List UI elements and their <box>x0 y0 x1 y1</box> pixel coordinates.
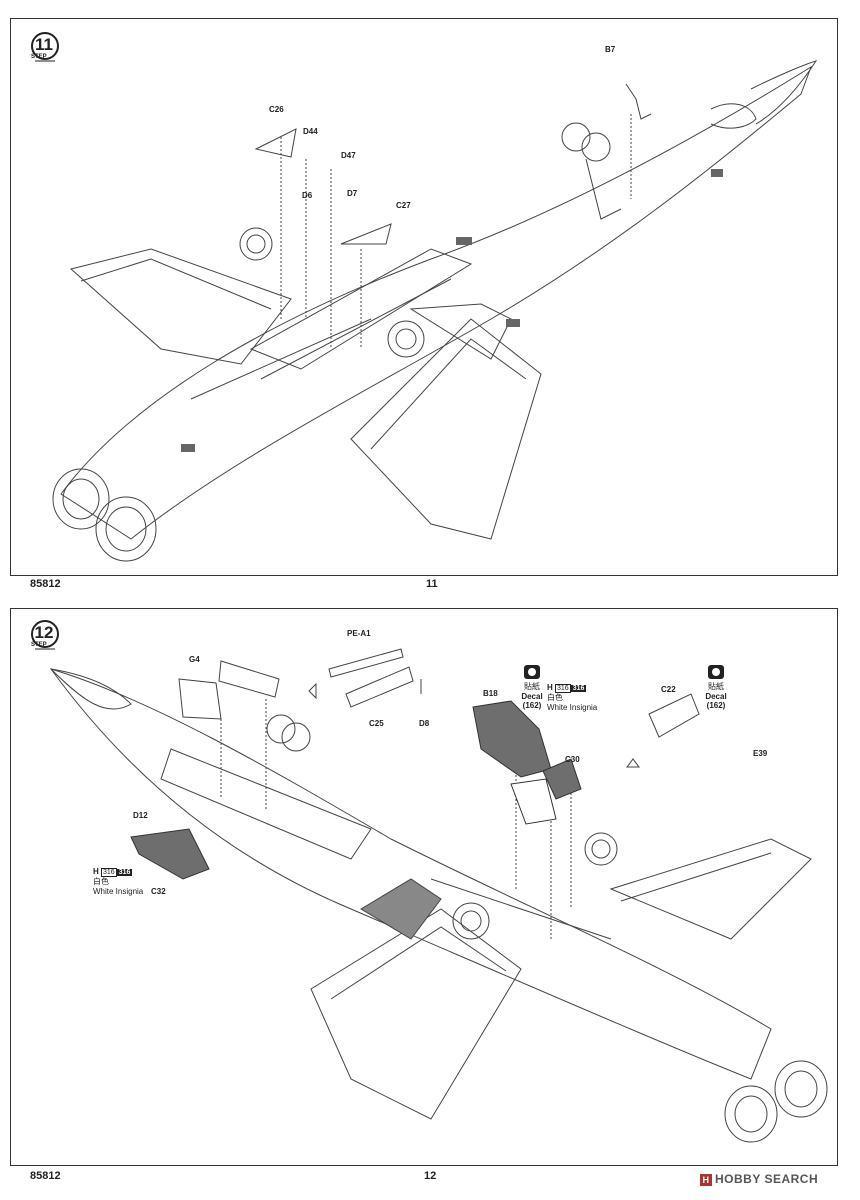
part-label: D7 <box>347 189 358 198</box>
brand-text: HOBBY SEARCH <box>715 1172 819 1186</box>
paint-code-dark: 316 <box>116 869 133 876</box>
paint-code: 316 <box>101 868 117 877</box>
step-word: STEP <box>31 642 47 648</box>
decal-callout: 貼紙 Decal (162) <box>701 665 731 710</box>
decal-jp: 貼紙 <box>524 682 540 691</box>
step-badge-icon <box>31 620 59 650</box>
product-code: 85812 <box>30 578 61 590</box>
part-label: D8 <box>419 719 430 728</box>
paint-jp: 白色 <box>547 693 563 702</box>
aircraft-drawing-step-12 <box>49 648 828 1143</box>
decal-label: Decal <box>521 692 543 701</box>
paint-prefix: H <box>547 683 553 692</box>
brand-icon: H <box>700 1174 712 1186</box>
part-label: D47 <box>341 151 356 160</box>
step-11-badge: 11 STEP <box>29 31 61 65</box>
decal-label: Decal <box>705 692 727 701</box>
decal-callout: 貼紙 Decal (162) <box>517 665 547 710</box>
part-label: C26 <box>269 105 284 114</box>
page-number: 12 <box>424 1170 437 1182</box>
part-label: E39 <box>753 749 768 758</box>
part-label: C25 <box>369 719 384 728</box>
part-label: PE-A1 <box>347 629 371 638</box>
part-label: G4 <box>189 655 200 664</box>
product-code: 85812 <box>30 1170 61 1182</box>
part-label: C22 <box>661 685 676 694</box>
step-badge-icon <box>31 32 59 62</box>
decal-number: (162) <box>706 701 726 710</box>
aircraft-drawing-step-11 <box>52 60 818 562</box>
decal-number: (162) <box>522 701 542 710</box>
paint-name: White Insignia <box>93 887 144 896</box>
part-label: C27 <box>396 201 411 210</box>
step-11-panel: 11 STEP <box>10 18 838 576</box>
step-12-badge: 12 STEP <box>29 619 61 653</box>
part-label: D12 <box>133 811 148 820</box>
decal-icon <box>708 665 724 679</box>
part-label: C30 <box>565 755 580 764</box>
decal-jp: 貼紙 <box>708 682 724 691</box>
decal-icon <box>524 665 540 679</box>
step-number: 12 <box>34 623 54 642</box>
part-label: D44 <box>303 127 318 136</box>
paint-code: 316 <box>555 684 571 693</box>
paint-jp: 白色 <box>93 877 109 886</box>
part-label: C32 <box>151 887 166 896</box>
part-label: D6 <box>302 191 313 200</box>
step-12-panel: 12 STEP <box>10 608 838 1166</box>
paint-name: White Insignia <box>547 703 598 712</box>
page-number: 11 <box>426 578 438 590</box>
part-label: B18 <box>483 689 498 698</box>
step-number: 11 <box>35 35 53 54</box>
part-label: B7 <box>605 45 616 54</box>
paint-code-dark: 316 <box>570 685 587 692</box>
paint-prefix: H <box>93 867 99 876</box>
step-word: STEP <box>31 54 47 60</box>
